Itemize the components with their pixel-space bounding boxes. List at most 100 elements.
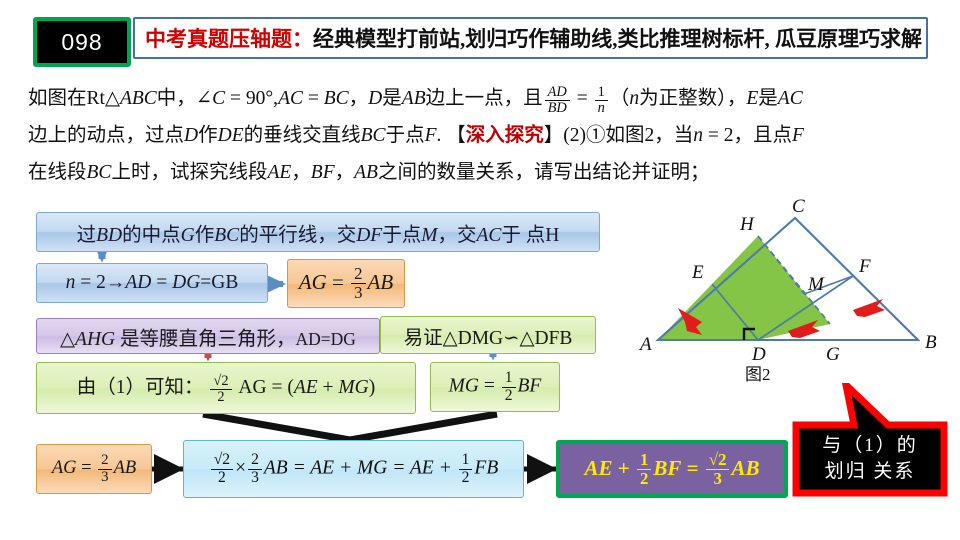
t: 】(2)①如图2，当 bbox=[543, 125, 694, 146]
step5-text: 易证△DMG∽△DFB bbox=[404, 321, 573, 350]
t: AG bbox=[51, 458, 77, 479]
t: ，交 bbox=[437, 224, 477, 246]
t: DMG bbox=[457, 327, 504, 349]
shaded-region bbox=[658, 236, 830, 340]
t: = bbox=[302, 88, 324, 109]
step2-text: n = 2→AD = DG=GB bbox=[66, 272, 239, 294]
t: =GB bbox=[200, 272, 239, 293]
t: n bbox=[629, 88, 640, 109]
slide-number-badge: 098 bbox=[33, 17, 131, 67]
vertex-label-H: H bbox=[740, 214, 754, 235]
step4-text: △AHG 是等腰直角三角形，AD=DG bbox=[60, 322, 356, 351]
t: 2 bbox=[217, 389, 225, 406]
t: BF bbox=[653, 456, 682, 481]
t: n bbox=[65, 272, 76, 293]
t: 2 bbox=[461, 468, 470, 486]
t: = 90°, bbox=[225, 88, 279, 109]
t: AB bbox=[367, 270, 394, 295]
segment-hg-dashed bbox=[757, 235, 831, 325]
t: . 【 bbox=[436, 125, 466, 146]
t: 于 点H bbox=[501, 224, 560, 246]
t: D bbox=[184, 125, 199, 146]
t: ABC bbox=[119, 88, 157, 109]
vertex-label-G: G bbox=[826, 344, 840, 365]
t: M bbox=[421, 224, 438, 246]
t: 是 bbox=[382, 88, 402, 109]
problem-line-3: 在线段BC上时，试探究线段AE，BF，AB之间的数量关系，请写出结论并证明； bbox=[28, 154, 938, 191]
t: + bbox=[612, 456, 635, 481]
t: n bbox=[693, 125, 704, 146]
emphasis-arrow-bf bbox=[853, 299, 885, 317]
triangle-symbol: △ bbox=[60, 328, 76, 350]
flow-step-n-equals-two: n = 2→AD = DG=GB bbox=[36, 263, 268, 303]
t: AD bbox=[125, 272, 152, 293]
callout-banner: 与（1）的 划归 关系 bbox=[792, 383, 948, 497]
t: 的垂线交直线 bbox=[243, 125, 361, 146]
t: F bbox=[424, 125, 437, 146]
t: DE bbox=[217, 125, 244, 146]
t: × bbox=[235, 457, 247, 479]
t: AB = AE + MG = AE + bbox=[263, 457, 457, 479]
t: = bbox=[681, 456, 704, 481]
figure-caption: 图2 bbox=[745, 365, 771, 384]
t: MG bbox=[338, 377, 369, 399]
geometry-svg bbox=[655, 216, 921, 342]
t: 如图在Rt bbox=[28, 88, 105, 109]
t: 由（1）可知： bbox=[76, 377, 204, 399]
title-black-part: 经典模型打前站,划归巧作辅助线,类比推理树标杆, 瓜豆原理巧求解 bbox=[313, 27, 922, 51]
t: AC bbox=[278, 88, 303, 109]
vertex-label-C: C bbox=[792, 196, 805, 217]
t: 2 bbox=[639, 468, 649, 488]
t: 3 bbox=[713, 468, 722, 488]
t: AD bbox=[547, 83, 567, 100]
t: BD bbox=[547, 99, 567, 116]
t: √2 bbox=[210, 451, 234, 470]
t: 中，∠ bbox=[156, 88, 213, 109]
geometry-figure: A B C D E F G H M bbox=[640, 196, 960, 396]
t: BF bbox=[517, 375, 542, 397]
t: C bbox=[212, 88, 226, 109]
deep-inquiry-tag: 深入探究 bbox=[465, 125, 544, 146]
t: = bbox=[326, 270, 350, 295]
t: 1 bbox=[636, 451, 652, 470]
t: = bbox=[478, 375, 500, 397]
t: AHG bbox=[75, 328, 116, 350]
t: D bbox=[368, 88, 383, 109]
segment-mf bbox=[803, 275, 854, 295]
t: 易证 bbox=[403, 327, 443, 349]
t: ) bbox=[368, 377, 376, 399]
right-angle-mark bbox=[742, 327, 755, 340]
t: AB bbox=[113, 458, 137, 479]
t: △ bbox=[104, 88, 120, 109]
t: 过 bbox=[76, 224, 97, 246]
t: = 2→ bbox=[75, 272, 126, 293]
t: 在线段 bbox=[28, 162, 87, 183]
t: AE bbox=[584, 456, 613, 481]
vertex-label-A: A bbox=[640, 334, 652, 355]
t: MG bbox=[448, 375, 479, 397]
t: AB bbox=[401, 88, 426, 109]
t: AG bbox=[298, 270, 327, 295]
t: 2 bbox=[248, 451, 262, 470]
t: 于点 bbox=[382, 224, 422, 246]
t: AE bbox=[293, 377, 318, 399]
t: 3 bbox=[251, 468, 259, 486]
t: 于点 bbox=[385, 125, 425, 146]
vertex-label-M: M bbox=[808, 274, 824, 295]
t: BF bbox=[310, 162, 335, 183]
t: 1 bbox=[594, 84, 608, 101]
t: = bbox=[571, 88, 593, 109]
t: 的平行线，交 bbox=[239, 224, 357, 246]
